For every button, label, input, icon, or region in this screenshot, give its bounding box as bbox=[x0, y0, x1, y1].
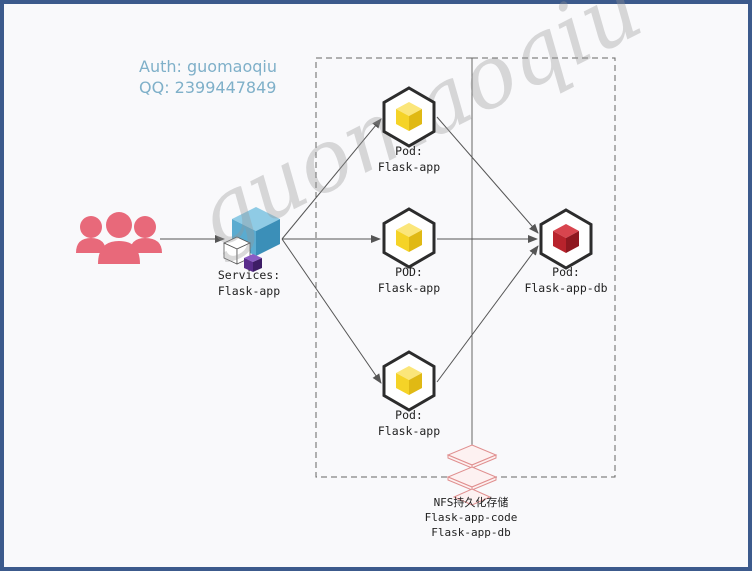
db-pod-label-line2: Flask-app-db bbox=[524, 281, 608, 295]
diagram-frame bbox=[4, 4, 748, 567]
pod-label-line2: Flask-app bbox=[377, 424, 441, 438]
service-label-line2: Flask-app bbox=[217, 284, 281, 298]
pod-label-line2: Flask-app bbox=[377, 281, 441, 295]
connector-service-pod1 bbox=[281, 118, 382, 240]
storage-label-line1: NFS持久化存储 bbox=[433, 496, 509, 509]
pod-label-line2: Flask-app bbox=[377, 160, 441, 174]
connector-pod3-db bbox=[436, 245, 539, 383]
pod-label: POD: Flask-app bbox=[369, 264, 449, 296]
pod-label-line1: Pod: bbox=[395, 408, 423, 422]
auth-author: Auth: guomaoqiu bbox=[139, 57, 277, 76]
connector-service-pod3 bbox=[281, 238, 382, 384]
db-pod-label-line1: Pod: bbox=[552, 265, 580, 279]
users-icon bbox=[76, 212, 162, 264]
auth-qq: QQ: 2399447849 bbox=[139, 78, 277, 97]
pod-label-line1: POD: bbox=[395, 265, 423, 279]
pod-label-line1: Pod: bbox=[395, 144, 423, 158]
connector-pod1-db bbox=[436, 116, 539, 234]
storage-label: NFS持久化存储 Flask-app-code Flask-app-db bbox=[396, 495, 546, 540]
pod-label: Pod: Flask-app bbox=[369, 407, 449, 439]
service-label: Services: Flask-app bbox=[214, 267, 284, 299]
db-group-box bbox=[471, 57, 616, 478]
db-pod-label: Pod: Flask-app-db bbox=[516, 264, 616, 296]
service-label-line1: Services: bbox=[217, 268, 281, 282]
pod-label: Pod: Flask-app bbox=[369, 143, 449, 175]
service-icon bbox=[223, 207, 280, 272]
storage-label-line2: Flask-app-code bbox=[424, 511, 518, 524]
storage-label-line3: Flask-app-db bbox=[431, 526, 511, 539]
